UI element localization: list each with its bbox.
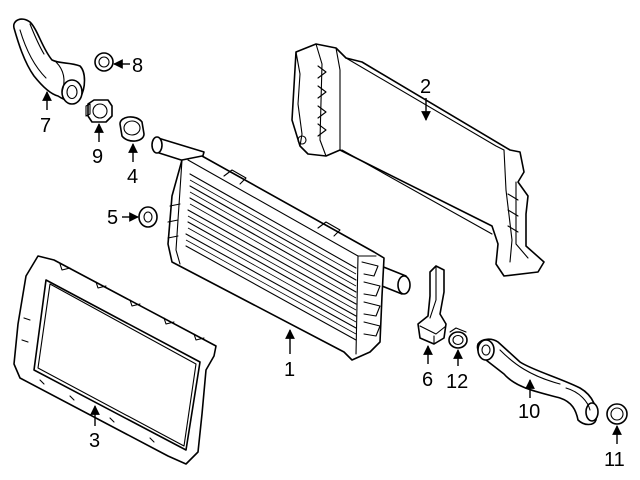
bracket-part-6 (417, 265, 447, 345)
callout-label-12: 12 (446, 371, 468, 393)
callout-2: 2 (420, 76, 431, 121)
hose-clamp-part-12 (448, 327, 468, 349)
callout-label-8: 8 (132, 55, 143, 77)
lower-hose-part-10 (476, 338, 599, 426)
callout-11: 11 (604, 425, 625, 471)
radiator-core-part-1 (151, 136, 411, 361)
callout-6: 6 (422, 345, 433, 391)
radiator-frame-part-3 (13, 255, 217, 465)
callout-4: 4 (127, 143, 138, 188)
callout-label-7: 7 (40, 115, 51, 137)
callout-label-5: 5 (107, 207, 118, 229)
callout-label-9: 9 (92, 146, 103, 168)
callout-label-3: 3 (89, 430, 100, 452)
callout-label-11: 11 (604, 449, 625, 471)
o-ring-part-8 (94, 52, 114, 72)
grommet-part-5 (138, 206, 158, 228)
callout-10: 10 (518, 379, 540, 423)
radiator-tank-part-2 (291, 43, 545, 277)
callout-9: 9 (92, 123, 104, 168)
callout-7: 7 (40, 91, 52, 137)
bushing-part-4 (119, 116, 145, 142)
callout-label-10: 10 (518, 401, 540, 423)
callout-8: 8 (113, 55, 143, 77)
callout-12: 12 (446, 349, 468, 393)
callout-1: 1 (284, 329, 295, 381)
callout-3: 3 (89, 405, 100, 452)
hose-clamp-part-9 (85, 99, 113, 123)
upper-hose-part (12, 18, 86, 105)
callout-label-1: 1 (284, 359, 295, 381)
o-ring-part-11 (606, 403, 628, 425)
callout-label-2: 2 (420, 76, 431, 98)
callout-5: 5 (107, 207, 139, 229)
callout-label-4: 4 (127, 166, 138, 188)
callout-label-6: 6 (422, 369, 433, 391)
